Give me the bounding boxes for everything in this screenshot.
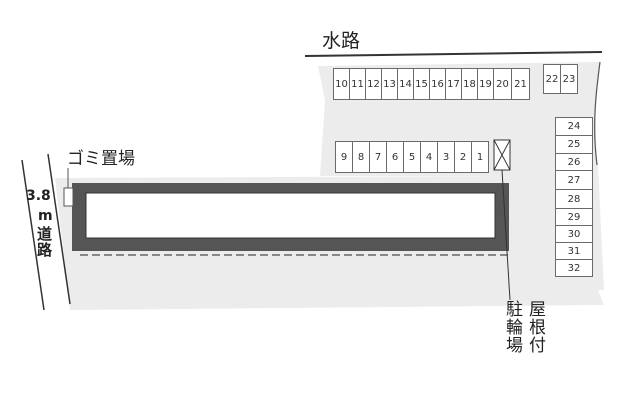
parking-slot: 25 [555,135,593,154]
parking-slot: 10 [333,68,350,100]
parking-slot: 11 [349,68,366,100]
lot-edge [594,61,601,166]
parking-slot: 23 [560,64,578,94]
parking-right-column: 24 25 26 27 28 29 30 31 32 [555,117,593,277]
waterway-line [304,51,603,57]
parking-slot: 13 [381,68,398,100]
parking-slot: 9 [335,141,353,173]
road-edge-right [47,153,71,305]
parking-slot: 22 [543,64,561,94]
garbage-box [63,187,74,207]
road-width-label: 3.8 [26,188,51,204]
road-edge-left [21,159,45,311]
parking-slot: 16 [429,68,446,100]
road-unit-label: m [38,208,53,224]
parking-slot: 29 [555,208,593,226]
parking-slot: 26 [555,153,593,171]
bicycle-parking-label: 駐輪場 [502,300,522,354]
parking-slot: 21 [511,68,530,100]
parking-slot: 7 [369,141,387,173]
parking-slot: 15 [413,68,430,100]
bicycle-leader [501,169,511,301]
roofed-label: 屋根付 [525,300,545,354]
parking-slot: 5 [403,141,421,173]
parking-slot: 24 [555,117,593,136]
bicycle-cross-b [493,139,511,171]
parking-slot: 1 [471,141,489,173]
parking-top-row: 10 11 12 13 14 15 16 17 18 19 20 21 [333,68,530,100]
parking-slot: 12 [365,68,382,100]
parking-slot: 2 [454,141,472,173]
parking-top-row-end: 22 23 [543,64,578,94]
garbage-label: ゴミ置場 [67,149,135,169]
parking-slot: 20 [493,68,512,100]
lot-area [318,62,604,295]
parking-slot: 30 [555,225,593,243]
parking-slot: 31 [555,242,593,260]
parking-slot: 18 [461,68,478,100]
parking-slot: 19 [477,68,494,100]
parking-slot: 27 [555,170,593,190]
waterway-label: 水路 [322,30,361,52]
parking-middle-row: 9 8 7 6 5 4 3 2 1 [335,141,489,173]
parking-slot: 8 [352,141,370,173]
parking-slot: 32 [555,259,593,277]
parking-slot: 4 [420,141,438,173]
parking-slot: 28 [555,189,593,209]
road-name-label: 道路 [35,226,53,258]
parking-slot: 17 [445,68,462,100]
parking-slot: 3 [437,141,455,173]
building-inner [85,192,496,239]
parking-slot: 6 [386,141,404,173]
parking-slot: 14 [397,68,414,100]
